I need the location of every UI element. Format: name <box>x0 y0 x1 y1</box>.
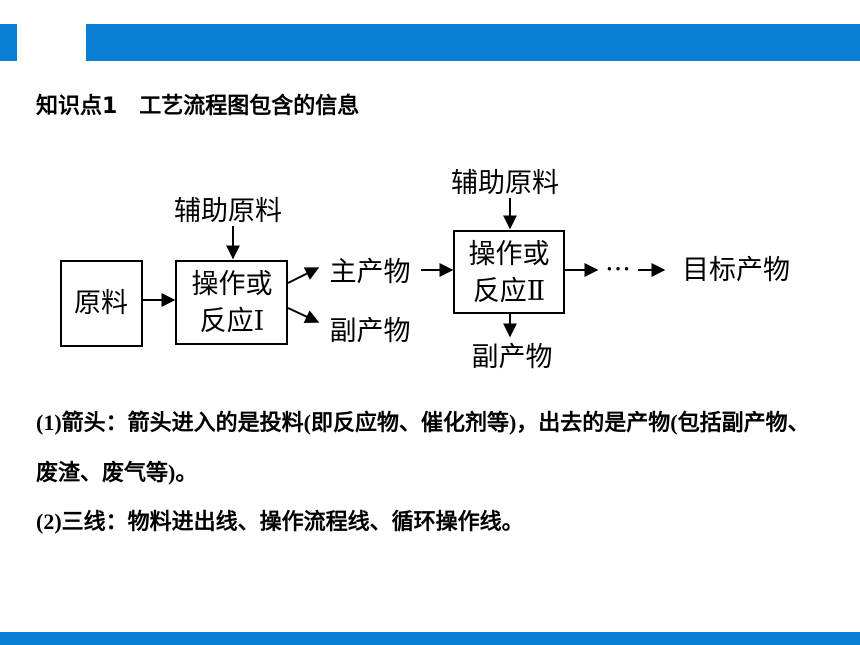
paragraph-arrows: (1)箭头：箭头进入的是投料(即反应物、催化剂等)，出去的是产物(包括副产物、废… <box>36 410 810 485</box>
aux-material-2-label: 辅助原料 <box>451 168 559 199</box>
aux-material-1-label: 辅助原料 <box>174 196 282 227</box>
by-product-2-label: 副产物 <box>472 342 553 373</box>
operation-2-line1: 操作或 <box>469 239 550 270</box>
page-title: 知识点1 工艺流程图包含的信息 <box>36 94 360 119</box>
arrow-op1-to-main-product <box>287 267 320 284</box>
raw-material-box <box>60 260 143 347</box>
arrow-op1-to-by-product <box>287 307 320 324</box>
paragraph-three-lines: (2)三线：物料进出线、操作流程线、循环操作线。 <box>36 509 524 534</box>
operation-2-box <box>453 230 565 314</box>
operation-2-line2: 反应Ⅱ <box>473 276 545 307</box>
operation-1-line2: 反应Ⅰ <box>200 306 265 337</box>
ellipsis-label: ··· <box>605 254 631 285</box>
operation-1-box <box>175 260 288 345</box>
operation-1-line1: 操作或 <box>192 269 273 300</box>
raw-material-label: 原料 <box>74 288 128 319</box>
by-product-1-label: 副产物 <box>330 316 411 347</box>
target-product-label: 目标产物 <box>682 255 790 286</box>
header-bar-left <box>0 24 17 61</box>
process-flowchart: 原料 辅助原料 操作或 反应Ⅰ 主产物 副产物 辅助原料 操作或 反应Ⅱ 副产物… <box>60 168 790 373</box>
main-product-label: 主产物 <box>330 257 411 288</box>
header-bar <box>86 24 860 61</box>
footer-bar <box>0 632 860 645</box>
